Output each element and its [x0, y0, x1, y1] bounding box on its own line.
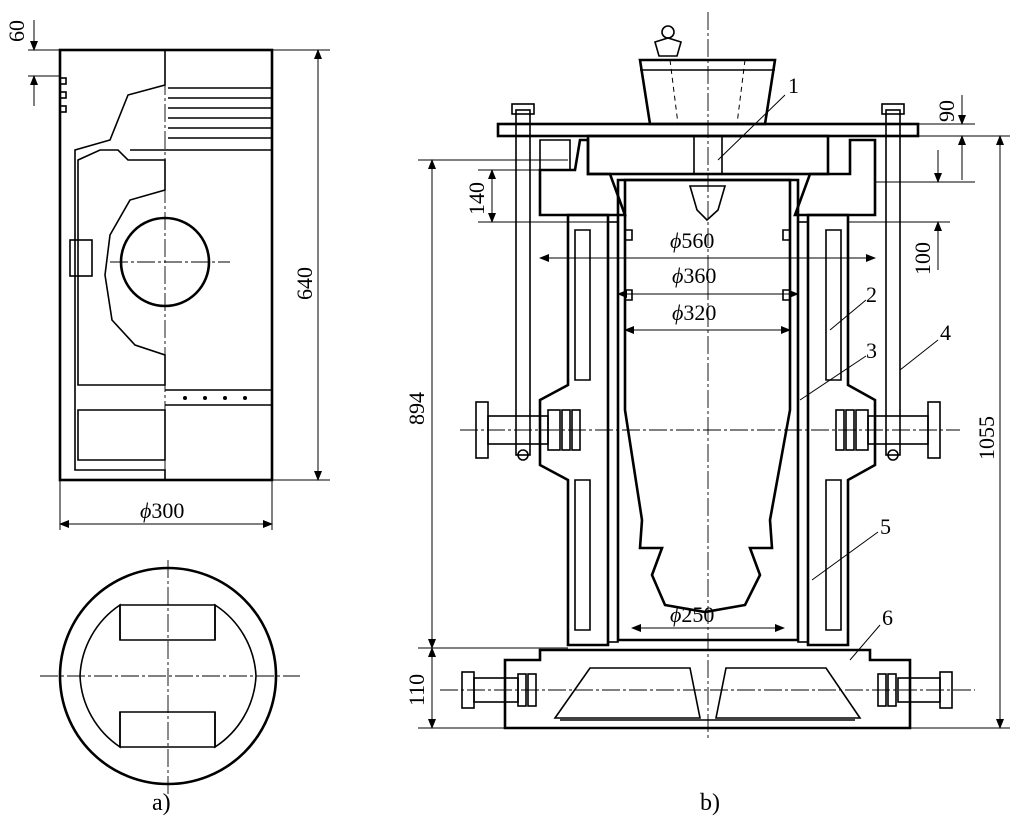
label-1: 1 [788, 73, 799, 98]
dim-60: 60 [4, 20, 29, 42]
right-dimensions: ϕ560 ϕ360 ϕ320 ϕ250 140 90 100 894 110 [404, 95, 1010, 729]
dim-100: 100 [910, 242, 935, 275]
label-6: 6 [882, 605, 893, 630]
dim-diameter-320: ϕ320 [672, 300, 716, 325]
caption-a: a) [152, 790, 171, 816]
caption-b: b) [700, 790, 720, 816]
mold-assembly [440, 12, 975, 740]
label-2: 2 [866, 282, 877, 307]
dim-diameter-300: ϕ300 [140, 498, 184, 523]
label-3: 3 [866, 338, 877, 363]
part-labels: 1 2 3 4 5 6 [717, 73, 951, 661]
dim-894: 894 [404, 392, 429, 425]
dim-140: 140 [464, 182, 489, 215]
dim-90: 90 [934, 100, 959, 122]
dim-diameter-250: ϕ250 [670, 602, 714, 627]
dim-640: 640 [292, 267, 317, 300]
tie-rods [511, 103, 905, 461]
dim-110: 110 [404, 674, 429, 706]
dim-diameter-560: ϕ560 [670, 228, 714, 253]
left-dimensions: 60 640 ϕ300 [4, 20, 330, 530]
dim-1055: 1055 [974, 416, 999, 460]
piston-front-view [58, 48, 274, 482]
dim-diameter-360: ϕ360 [672, 263, 716, 288]
side-clamps [461, 401, 953, 709]
piston-top-view: a) [40, 560, 300, 816]
label-5: 5 [880, 514, 891, 539]
label-4: 4 [940, 320, 951, 345]
